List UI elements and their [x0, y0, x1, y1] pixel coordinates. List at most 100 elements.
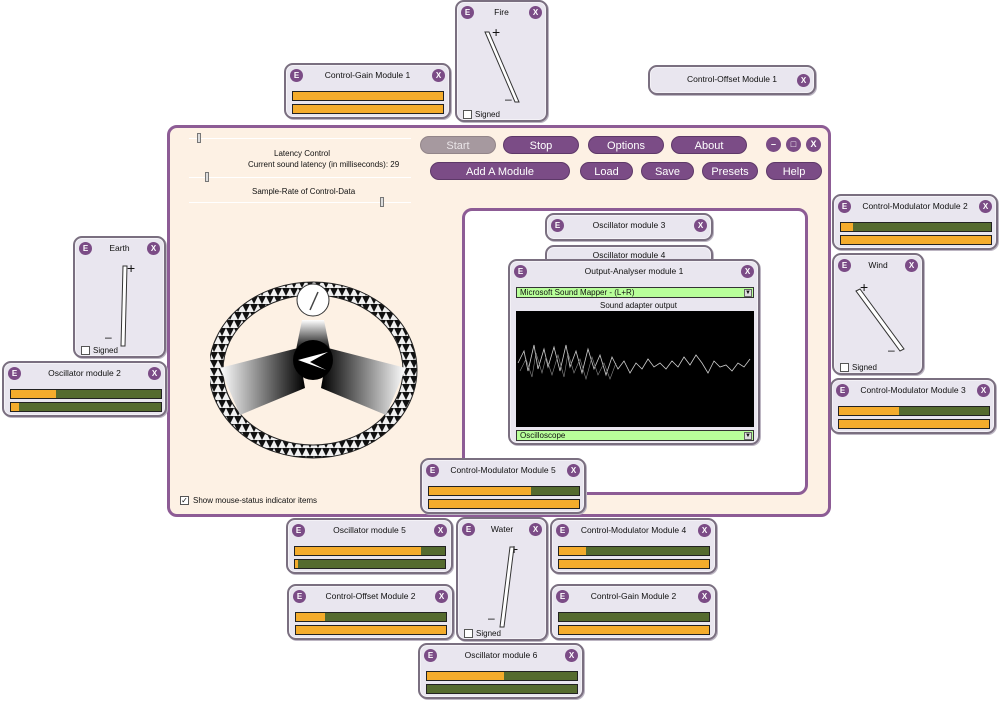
signed-checkbox[interactable]	[464, 629, 473, 638]
level-bar-2[interactable]	[558, 559, 710, 569]
device-select[interactable]: Microsoft Sound Mapper - (L+R) ▼	[516, 287, 754, 298]
signed-checkbox-row[interactable]: Signed	[464, 629, 501, 638]
signed-checkbox[interactable]	[840, 363, 849, 372]
level-bar-1[interactable]	[558, 612, 710, 622]
edit-button[interactable]: E	[551, 219, 564, 232]
control-gain-module-1[interactable]: E Control-Gain Module 1 X	[284, 63, 451, 119]
level-bar-1[interactable]	[838, 406, 990, 416]
control-modulator-module-2[interactable]: E Control-Modulator Module 2 X	[832, 194, 998, 250]
help-button[interactable]: Help	[766, 162, 822, 180]
control-offset-module-2[interactable]: E Control-Offset Module 2 X	[287, 584, 454, 640]
close-icon[interactable]: X	[797, 74, 810, 87]
dial-needle[interactable]	[111, 264, 135, 348]
water-module[interactable]: E Water X + – Signed	[456, 517, 548, 641]
close-icon[interactable]: X	[148, 367, 161, 380]
save-button[interactable]: Save	[641, 162, 694, 180]
close-button[interactable]: X	[806, 137, 821, 152]
edit-button[interactable]: E	[836, 384, 849, 397]
options-button[interactable]: Options	[588, 136, 664, 154]
samplerate-slider-thumb[interactable]	[380, 197, 384, 207]
presets-button[interactable]: Presets	[702, 162, 758, 180]
edit-button[interactable]: E	[292, 524, 305, 537]
close-icon[interactable]: X	[741, 265, 754, 278]
edit-button[interactable]: E	[838, 200, 851, 213]
level-bar-2[interactable]	[294, 559, 446, 569]
signed-checkbox-row[interactable]: Signed	[463, 110, 500, 119]
oscillator-module-2[interactable]: E Oscillator module 2 X	[2, 361, 167, 417]
stop-button[interactable]: Stop	[503, 136, 579, 154]
dial-needle[interactable]	[850, 285, 910, 353]
edit-button[interactable]: E	[556, 590, 569, 603]
level-bar-2[interactable]	[558, 625, 710, 635]
level-bar-2[interactable]	[428, 499, 580, 509]
edit-button[interactable]: E	[838, 259, 851, 272]
edit-button[interactable]: E	[293, 590, 306, 603]
mode-select[interactable]: Oscilloscope ▼	[516, 430, 754, 441]
close-icon[interactable]: X	[694, 219, 707, 232]
fire-module[interactable]: E Fire X + – Signed	[455, 0, 548, 122]
level-bar-1[interactable]	[558, 546, 710, 556]
start-button[interactable]: Start	[420, 136, 496, 154]
level-bar-1[interactable]	[428, 486, 580, 496]
samplerate-slider-track[interactable]	[189, 202, 411, 203]
latency-slider-track[interactable]	[189, 177, 411, 178]
level-bar-1[interactable]	[292, 91, 444, 101]
output-analyser-module[interactable]: E Output-Analyser module 1 X Microsoft S…	[508, 259, 760, 445]
oscillator-module-6[interactable]: E Oscillator module 6 X	[418, 643, 584, 699]
control-gain-module-2[interactable]: E Control-Gain Module 2 X	[550, 584, 717, 640]
control-offset-module-1[interactable]: Control-Offset Module 1 X	[648, 65, 816, 95]
edit-button[interactable]: E	[462, 523, 475, 536]
signed-checkbox-row[interactable]: Signed	[81, 346, 118, 355]
edit-button[interactable]: E	[461, 6, 474, 19]
level-bar-2[interactable]	[10, 402, 162, 412]
level-bar-2[interactable]	[840, 235, 992, 245]
close-icon[interactable]: X	[698, 590, 711, 603]
level-bar-1[interactable]	[426, 671, 578, 681]
edit-button[interactable]: E	[8, 367, 21, 380]
edit-button[interactable]: E	[514, 265, 527, 278]
level-bar-1[interactable]	[295, 612, 447, 622]
edit-button[interactable]: E	[426, 464, 439, 477]
top-slider-track[interactable]	[189, 138, 411, 139]
level-bar-2[interactable]	[426, 684, 578, 694]
show-mouse-checkbox[interactable]: ✓	[180, 496, 189, 505]
load-button[interactable]: Load	[580, 162, 633, 180]
close-icon[interactable]: X	[905, 259, 918, 272]
dial-needle[interactable]	[477, 28, 527, 104]
signed-checkbox-row[interactable]: Signed	[840, 363, 877, 372]
oscillator-module-5[interactable]: E Oscillator module 5 X	[286, 518, 453, 574]
chevron-down-icon[interactable]: ▼	[744, 289, 752, 297]
latency-slider-thumb[interactable]	[205, 172, 209, 182]
chevron-down-icon[interactable]: ▼	[744, 432, 752, 440]
wind-module[interactable]: E Wind X + – Signed	[832, 253, 924, 375]
control-modulator-module-3[interactable]: E Control-Modulator Module 3 X	[830, 378, 996, 434]
close-icon[interactable]: X	[698, 524, 711, 537]
about-button[interactable]: About	[671, 136, 747, 154]
dial-needle[interactable]	[494, 545, 518, 629]
signed-checkbox[interactable]	[463, 110, 472, 119]
level-bar-2[interactable]	[292, 104, 444, 114]
close-icon[interactable]: X	[434, 524, 447, 537]
close-icon[interactable]: X	[565, 649, 578, 662]
close-icon[interactable]: X	[979, 200, 992, 213]
level-bar-1[interactable]	[294, 546, 446, 556]
level-bar-1[interactable]	[10, 389, 162, 399]
close-icon[interactable]: X	[432, 69, 445, 82]
edit-button[interactable]: E	[424, 649, 437, 662]
minimize-button[interactable]: –	[766, 137, 781, 152]
maximize-button[interactable]: □	[786, 137, 801, 152]
level-bar-2[interactable]	[838, 419, 990, 429]
add-module-button[interactable]: Add A Module	[430, 162, 570, 180]
close-icon[interactable]: X	[567, 464, 580, 477]
level-bar-2[interactable]	[295, 625, 447, 635]
show-mouse-checkbox-row[interactable]: ✓ Show mouse-status indicator items	[180, 496, 317, 505]
close-icon[interactable]: X	[529, 523, 542, 536]
close-icon[interactable]: X	[977, 384, 990, 397]
edit-button[interactable]: E	[79, 242, 92, 255]
edit-button[interactable]: E	[290, 69, 303, 82]
signed-checkbox[interactable]	[81, 346, 90, 355]
control-modulator-module-5[interactable]: E Control-Modulator Module 5 X	[420, 458, 586, 514]
level-bar-1[interactable]	[840, 222, 992, 232]
edit-button[interactable]: E	[556, 524, 569, 537]
control-modulator-module-4[interactable]: E Control-Modulator Module 4 X	[550, 518, 717, 574]
